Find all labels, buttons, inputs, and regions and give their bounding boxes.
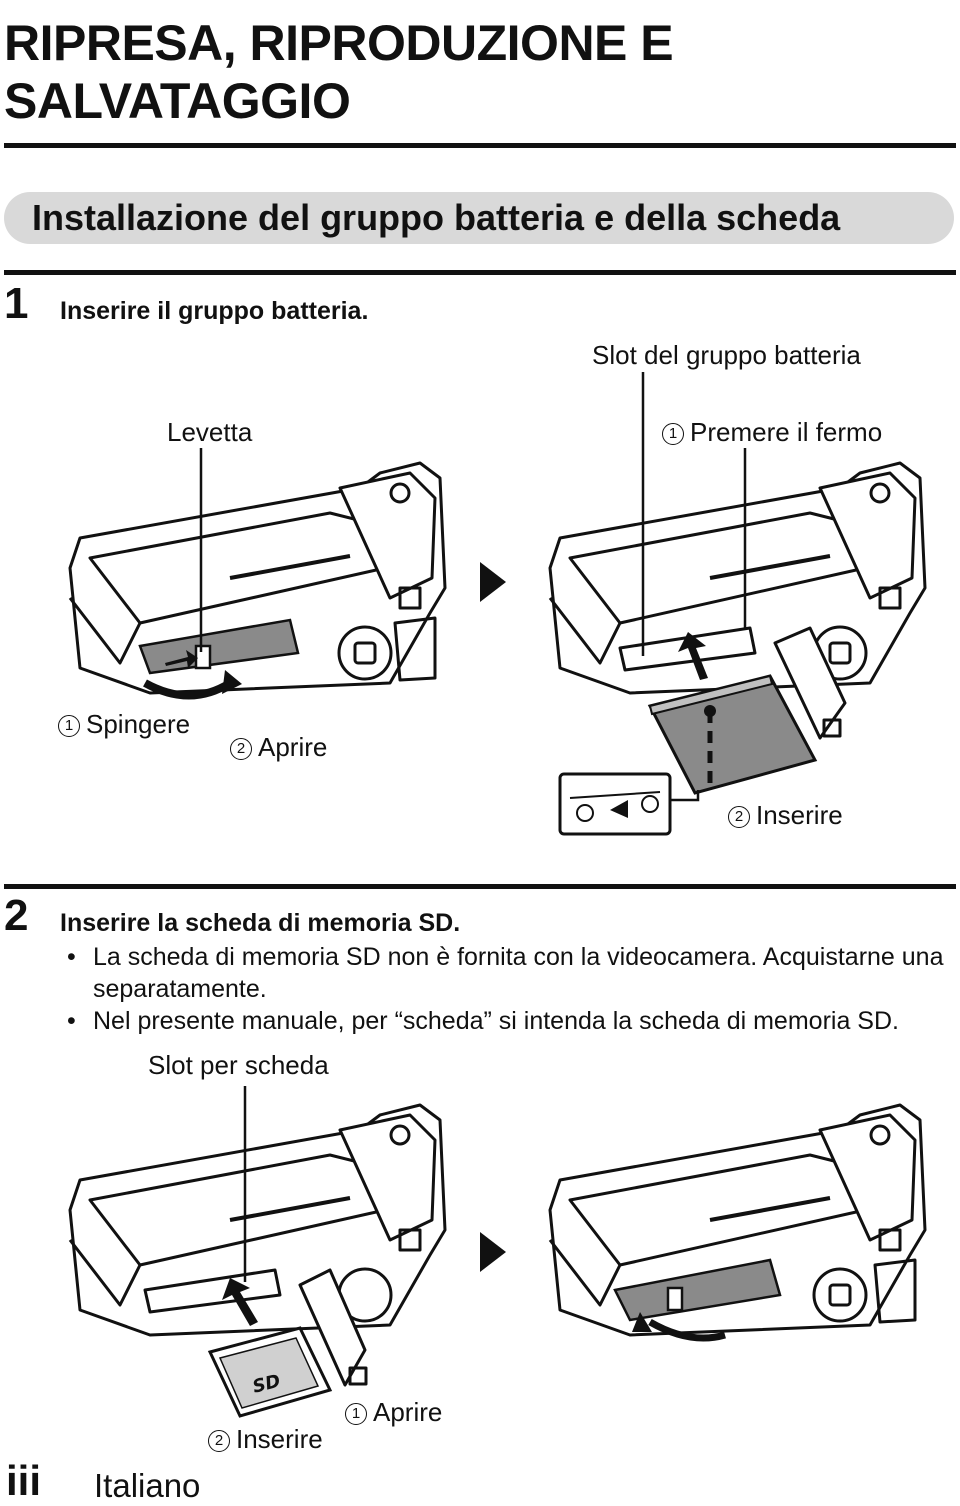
- callout-open-card: 1 Aprire: [345, 1397, 442, 1427]
- callout-lever: Levetta: [167, 417, 253, 447]
- step-1-divider: [4, 270, 956, 275]
- bullet-text: Nel presente manuale, per “scheda” si in…: [93, 1007, 899, 1035]
- footer-language: Italiano: [94, 1467, 201, 1504]
- bullet-icon: •: [67, 943, 76, 971]
- step-marker-2: 2: [230, 738, 252, 760]
- bullet-icon: •: [67, 1007, 76, 1035]
- callout-press-latch: 1 Premere il fermo: [662, 417, 882, 447]
- latch-leader-line: [743, 448, 747, 628]
- callout-open-label: Aprire: [258, 732, 328, 762]
- lever-leader-line: [199, 448, 203, 652]
- step-marker-1: 1: [662, 423, 684, 445]
- bullet-item: • La scheda di memoria SD non è fornita …: [67, 941, 953, 1005]
- callout-push: 1 Spingere: [58, 709, 190, 739]
- callout-battery-slot: Slot del gruppo batteria: [592, 340, 861, 370]
- chapter-title: RIPRESA, RIPRODUZIONE E SALVATAGGIO: [4, 14, 674, 130]
- callout-card-slot: Slot per scheda: [148, 1050, 329, 1080]
- chapter-title-line-2: SALVATAGGIO: [4, 73, 351, 129]
- step-marker-1: 1: [345, 1403, 367, 1425]
- step-2-divider: [4, 884, 956, 889]
- callout-insert-battery-label: Inserire: [756, 800, 843, 830]
- section-title: Installazione del gruppo batteria e dell…: [32, 197, 841, 238]
- camera-illustration-open-cover: [68, 461, 447, 700]
- step-marker-2: 2: [728, 806, 750, 828]
- bullet-text: La scheda di memoria SD non è fornita co…: [93, 943, 944, 1003]
- chapter-title-line-1: RIPRESA, RIPRODUZIONE E: [4, 15, 674, 71]
- step-2-number: 2: [4, 891, 29, 940]
- camera-illustration-close-cover: [548, 1103, 927, 1342]
- step-1-number: 1: [4, 279, 29, 328]
- bullet-item: • Nel presente manuale, per “scheda” si …: [67, 1005, 953, 1037]
- step-marker-2: 2: [208, 1430, 230, 1452]
- callout-open-card-label: Aprire: [373, 1397, 443, 1427]
- callout-push-label: Spingere: [86, 709, 191, 739]
- page-number: iii: [6, 1457, 42, 1504]
- step-1-title: Inserire il gruppo batteria.: [60, 297, 369, 325]
- camera-illustration-insert-card: SD: [68, 1103, 447, 1418]
- battery-slot-leader-line: [641, 372, 645, 656]
- step-marker-1: 1: [58, 715, 80, 737]
- next-step-arrow-icon: [480, 562, 506, 602]
- next-step-arrow-icon: [480, 1232, 506, 1272]
- callout-open: 2 Aprire: [230, 732, 327, 762]
- callout-insert-card: 2 Inserire: [208, 1424, 323, 1454]
- card-slot-leader-line: [243, 1086, 247, 1282]
- callout-press-latch-label: Premere il fermo: [690, 417, 883, 447]
- section-heading-background: [4, 192, 954, 244]
- callout-insert-card-label: Inserire: [236, 1424, 323, 1454]
- callout-insert-battery: 2 Inserire: [728, 800, 843, 830]
- step-2-title: Inserire la scheda di memoria SD.: [60, 909, 461, 937]
- chapter-divider: [4, 143, 956, 148]
